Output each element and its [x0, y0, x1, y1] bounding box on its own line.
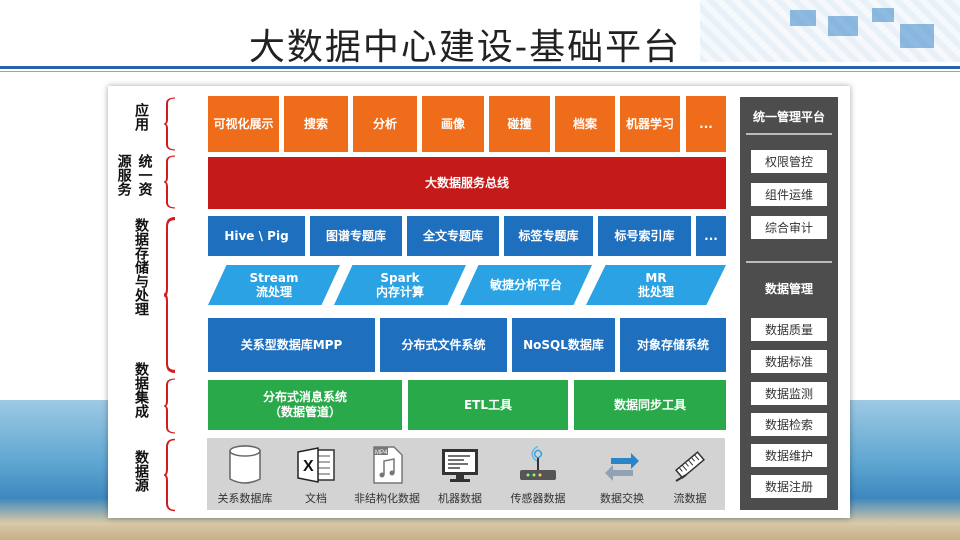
brace-storage: [163, 217, 177, 373]
management-panel: 统一管理平台 权限管控 组件运维 综合审计 数据管理 数据质量 数据标准 数据监…: [740, 97, 838, 510]
processing-shape: [586, 265, 726, 305]
source-label: 关系数据库: [217, 492, 273, 505]
source-label: 非结构化数据: [354, 492, 420, 505]
storage-box: 图谱专题库: [310, 216, 402, 256]
data-source-panel: 关系数据库 X 文档 MP4 非结构化数据 机器数据 传感器数据 数据交换 流数: [207, 438, 725, 510]
category-source-label: 数据源: [133, 450, 149, 492]
app-box: 碰撞: [489, 96, 550, 152]
data-management-item: 数据质量: [751, 318, 827, 341]
title-divider: [0, 66, 960, 69]
brace-source: [163, 438, 177, 512]
page-title: 大数据中心建设-基础平台: [248, 27, 682, 68]
source-item: X 文档: [281, 444, 351, 506]
source-label: 机器数据: [438, 492, 482, 505]
source-item: 机器数据: [425, 444, 495, 506]
source-label: 传感器数据: [510, 492, 566, 505]
management-item: 权限管控: [751, 150, 827, 173]
database-icon: [210, 444, 280, 486]
processing-line2: 内存计算: [375, 285, 424, 299]
processing-line2: 批处理: [637, 285, 674, 299]
svg-text:MP4: MP4: [375, 450, 388, 456]
data-management-item: 数据维护: [751, 444, 827, 467]
app-box: 分析: [353, 96, 417, 152]
source-label: 文档: [305, 492, 327, 505]
category-application: 应用: [128, 103, 154, 135]
data-management-heading: 数据管理: [764, 282, 813, 296]
data-management-item: 数据监测: [751, 382, 827, 405]
mp4-file-icon: MP4: [352, 444, 422, 486]
processing-shape: [460, 265, 592, 305]
storage-box: ...: [696, 216, 726, 256]
source-item: 关系数据库: [210, 444, 280, 506]
storage-system-box: NoSQL数据库: [512, 318, 615, 372]
integration-line2: （数据管道）: [268, 405, 341, 419]
panel-divider: [746, 133, 832, 135]
category-storage-label: 数据存储与处理: [133, 218, 149, 316]
processing-shape: [208, 265, 340, 305]
category-integration-label: 数据集成: [133, 362, 149, 418]
app-box: ...: [686, 96, 726, 152]
processing-shape: [334, 265, 466, 305]
integration-line1: ETL工具: [463, 397, 513, 412]
processing-line1: Spark: [380, 271, 420, 285]
processing-line2: 流处理: [255, 285, 292, 299]
data-management-item: 数据注册: [751, 475, 827, 498]
router-sensor-icon: [503, 444, 573, 486]
background-decoration: [780, 6, 940, 52]
storage-box: 全文专题库: [407, 216, 499, 256]
source-item: 数据交换: [587, 444, 657, 506]
source-label: 数据交换: [600, 492, 644, 505]
source-item: MP4 非结构化数据: [352, 444, 422, 506]
processing-label: 敏捷分析平台: [460, 265, 592, 305]
category-integration: 数据集成: [128, 362, 154, 422]
source-item: 传感器数据: [503, 444, 573, 506]
storage-box: Hive \ Pig: [208, 216, 305, 256]
panel-divider: [746, 261, 832, 263]
storage-box: 标签专题库: [504, 216, 593, 256]
storage-system-box: 对象存储系统: [620, 318, 726, 372]
category-service-right-label: 统一资: [136, 154, 153, 196]
source-item: 流数据: [655, 444, 725, 506]
brace-integration: [163, 378, 177, 434]
storage-system-box: 分布式文件系统: [380, 318, 507, 372]
category-service: 源服务 统一资: [110, 154, 158, 200]
integration-box: 分布式消息系统（数据管道）: [208, 380, 402, 430]
svg-text:X: X: [303, 458, 314, 475]
integration-box: 数据同步工具: [574, 380, 726, 430]
app-box: 档案: [555, 96, 615, 152]
storage-system-box: 关系型数据库MPP: [208, 318, 375, 372]
integration-line1: 分布式消息系统: [262, 390, 347, 404]
integration-box: ETL工具: [408, 380, 568, 430]
app-box: 画像: [422, 96, 484, 152]
exchange-arrows-icon: [587, 444, 657, 486]
management-platform-heading: 统一管理平台: [752, 110, 825, 124]
processing-line1: 敏捷分析平台: [489, 278, 562, 292]
category-application-label: 应用: [133, 103, 149, 131]
brace-application: [163, 97, 177, 151]
computer-monitor-icon: [425, 444, 495, 486]
brace-service: [163, 155, 177, 209]
category-service-left-label: 源服务: [115, 154, 132, 196]
app-box: 搜索: [284, 96, 348, 152]
data-management-item: 数据检索: [751, 413, 827, 436]
service-bus: 大数据服务总线: [208, 157, 726, 209]
excel-document-icon: X: [281, 444, 351, 486]
storage-box: 标号索引库: [598, 216, 691, 256]
management-item: 组件运维: [751, 183, 827, 206]
app-box: 可视化展示: [208, 96, 279, 152]
integration-line1: 数据同步工具: [613, 397, 686, 412]
category-storage: 数据存储与处理: [128, 218, 154, 320]
title-divider-thin: [0, 71, 960, 72]
app-box: 机器学习: [620, 96, 680, 152]
processing-line1: Stream: [249, 271, 299, 285]
source-label: 流数据: [673, 492, 707, 505]
category-source: 数据源: [128, 450, 154, 496]
data-management-item: 数据标准: [751, 350, 827, 373]
processing-line1: MR: [645, 271, 667, 285]
stream-tool-icon: [655, 444, 725, 486]
management-item: 综合审计: [751, 216, 827, 239]
